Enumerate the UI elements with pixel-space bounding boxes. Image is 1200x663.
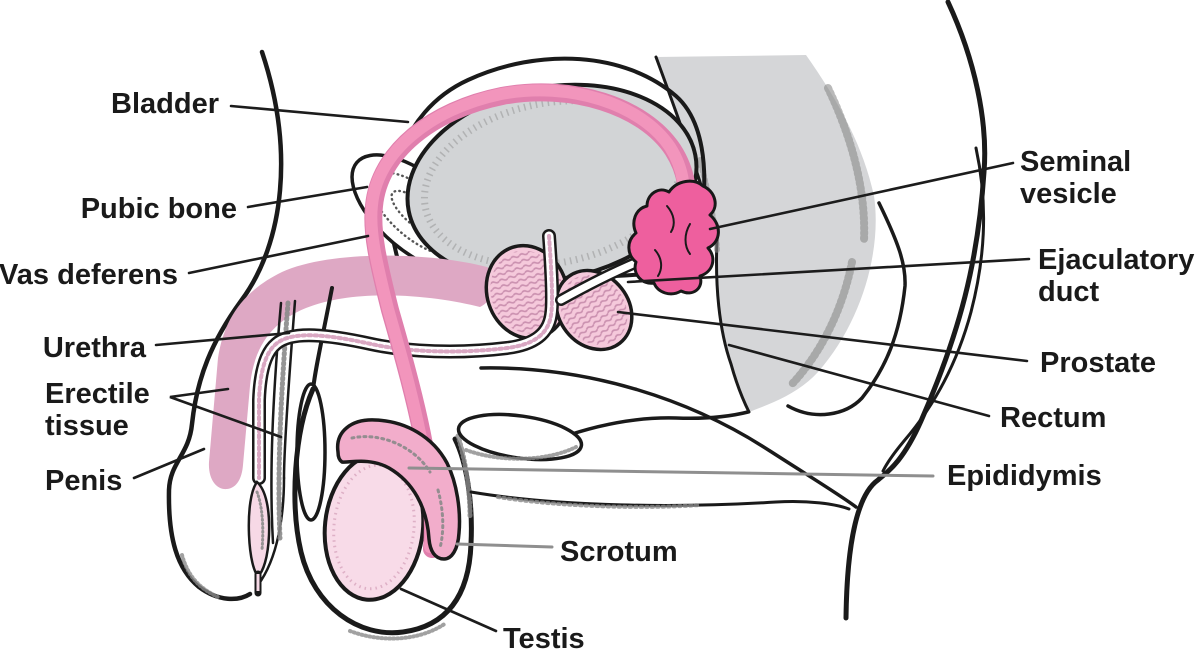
leader-lines (132, 104, 1031, 633)
leader-urethra (154, 331, 291, 347)
testis-shape (322, 452, 426, 602)
label-rectum: Rectum (1000, 402, 1106, 434)
label-erectile-tissue-line2: tissue (45, 410, 129, 442)
label-testis: Testis (503, 623, 585, 655)
label-scrotum: Scrotum (560, 536, 678, 568)
label-prostate: Prostate (1040, 347, 1156, 379)
leader-bladder (229, 104, 410, 124)
leader-scrotum (455, 542, 554, 549)
label-penis: Penis (45, 465, 122, 497)
leader-vas-deferens (187, 234, 370, 275)
abdomen-penis-outline (166, 49, 284, 602)
seminal-vesicle-shape (627, 179, 720, 296)
scrotum-outline (292, 386, 474, 641)
buttock-crease-line (881, 146, 986, 473)
label-seminal-vesicle-line1: Seminal (1020, 146, 1131, 178)
labels: Bladder Pubic bone Vas deferens Urethra … (0, 88, 1194, 655)
leader-erectile-tissue (169, 387, 283, 439)
glans-urethra-bulge (180, 480, 271, 600)
leader-ejaculatory-duct (626, 257, 1031, 284)
epididymis-shape (335, 418, 462, 561)
label-pubic-bone: Pubic bone (81, 193, 237, 225)
leader-rectum (727, 343, 991, 418)
label-bladder: Bladder (111, 88, 219, 120)
leader-testis (399, 587, 498, 633)
leader-prostate (616, 310, 1029, 363)
urethra-channel (252, 229, 560, 485)
label-seminal-vesicle-line2: vesicle (1020, 178, 1117, 210)
body-outline (843, 0, 988, 621)
label-vas-deferens: Vas deferens (0, 259, 178, 291)
perineum-lines (469, 366, 858, 511)
corpus-cavernosum-loop (295, 382, 327, 522)
leader-seminal-vesicle (708, 161, 1015, 231)
label-epididymis: Epididymis (947, 460, 1102, 492)
label-erectile-tissue-line1: Erectile (45, 378, 150, 410)
rectum-posterior-wall-line (786, 201, 907, 417)
buttock-outline-line (843, 0, 988, 621)
leader-epididymis (407, 466, 935, 478)
leader-penis (132, 447, 206, 480)
label-ejaculatory-duct-line2: duct (1038, 276, 1100, 308)
label-ejaculatory-duct-line1: Ejaculatory (1038, 244, 1194, 276)
bulb-shape (456, 412, 584, 462)
label-urethra: Urethra (43, 332, 147, 364)
leader-pubic-bone (246, 185, 369, 209)
